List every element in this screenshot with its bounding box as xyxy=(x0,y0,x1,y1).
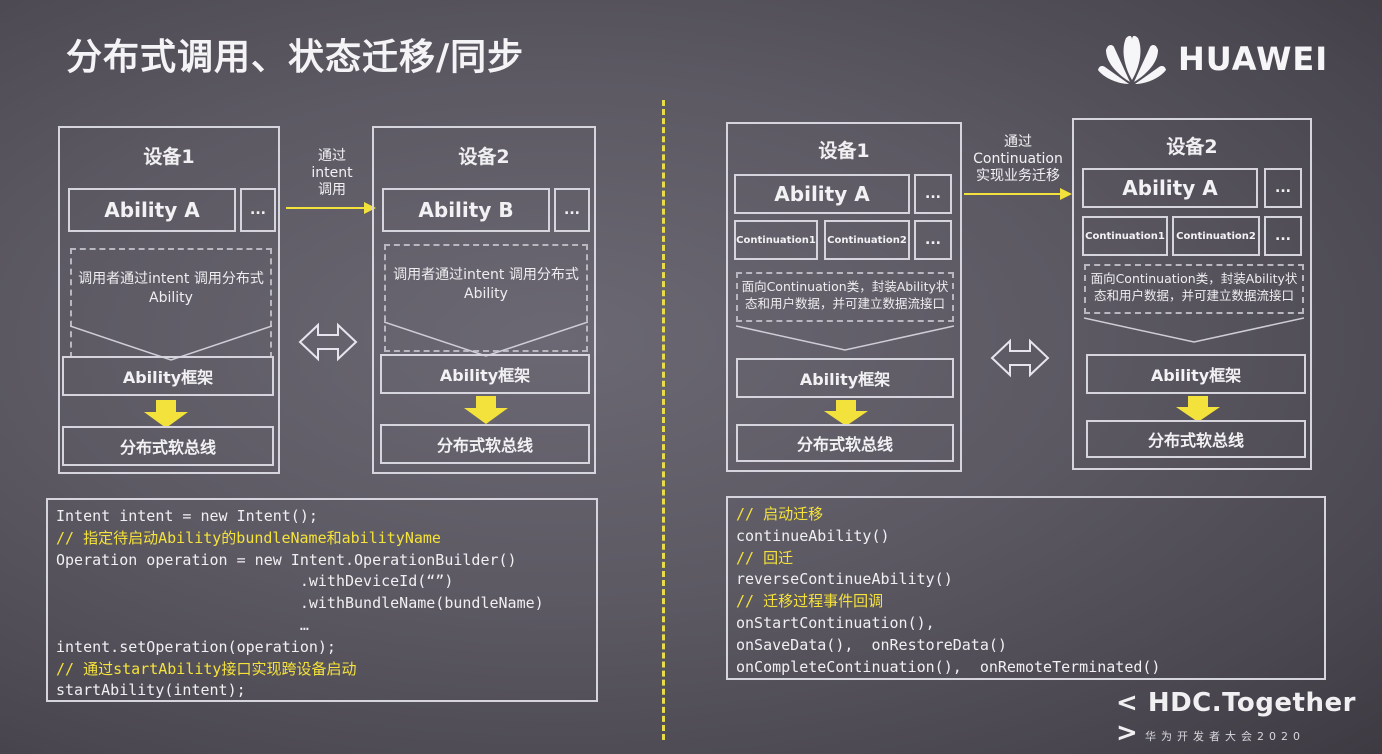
framework-box: Ability框架 xyxy=(380,354,590,394)
code-line: Operation operation = new Intent.Operati… xyxy=(56,550,517,569)
code-line: reverseContinueAbility() xyxy=(736,570,953,589)
code-line: // 回迁 xyxy=(736,548,794,567)
double-arrow-icon xyxy=(298,322,358,362)
bus-box: 分布式软总线 xyxy=(380,424,590,464)
huawei-flower-logo-icon xyxy=(1098,35,1166,84)
down-arrow-icon xyxy=(144,400,188,428)
code-line: startAbility(intent); xyxy=(56,681,246,700)
code-line: onStartContinuation(), xyxy=(736,613,935,632)
bus-box: 分布式软总线 xyxy=(736,424,954,462)
code-line: // 迁移过程事件回调 xyxy=(736,592,884,611)
funnel-arrow-icon xyxy=(1084,317,1304,343)
code-line: onSaveData(), onRestoreData() xyxy=(736,635,1007,654)
device-label: 设备1 xyxy=(143,146,195,168)
left-device1-box: 设备1 Ability A ... 调用者通过intent 调用分布式Abili… xyxy=(58,126,280,474)
device-label: 设备2 xyxy=(1166,136,1218,158)
continuation2-box: Continuation2 xyxy=(1172,216,1260,256)
double-arrow-icon xyxy=(990,338,1050,378)
framework-box: Ability框架 xyxy=(736,358,954,398)
continuation-arrow-label: 通过 Continuation 实现业务迁移 xyxy=(973,134,1063,184)
code-line: … xyxy=(56,615,309,634)
device-label: 设备2 xyxy=(458,146,510,168)
funnel-arrow-icon xyxy=(736,325,954,351)
right-arrow-icon xyxy=(964,188,1072,200)
code-line: intent.setOperation(operation); xyxy=(56,637,336,656)
down-arrow-icon xyxy=(824,400,868,426)
code-line: Intent intent = new Intent(); xyxy=(56,507,318,525)
description-box: 面向Continuation类，封装Ability状态和用户数据，并可建立数据流… xyxy=(736,272,954,322)
bus-box: 分布式软总线 xyxy=(1086,420,1306,458)
right-code-block: // 启动迁移 continueAbility() // 回迁 reverseCont… xyxy=(726,496,1326,680)
framework-box: Ability框架 xyxy=(62,356,274,396)
code-line: // 启动迁移 xyxy=(736,505,824,523)
down-arrow-icon xyxy=(1176,396,1220,422)
event-logo-text: < HDC.Together > xyxy=(1116,688,1356,748)
page-title: 分布式调用、状态迁移/同步 xyxy=(66,37,525,78)
funnel-arrow-icon xyxy=(384,321,588,357)
ability-box: Ability B xyxy=(382,188,550,232)
code-line: // 通过startAbility接口实现跨设备启动 xyxy=(56,659,357,678)
panel-divider xyxy=(662,100,665,740)
more-box: ... xyxy=(914,174,952,214)
framework-box: Ability框架 xyxy=(1086,354,1306,394)
right-arrow-icon xyxy=(286,202,376,214)
description-box: 面向Continuation类，封装Ability状态和用户数据，并可建立数据流… xyxy=(1084,264,1304,314)
description-box: 调用者通过intent 调用分布式Ability xyxy=(384,244,588,352)
funnel-arrow-icon xyxy=(70,325,272,361)
continuation1-box: Continuation1 xyxy=(1082,216,1168,256)
ability-box: Ability A xyxy=(1082,168,1258,208)
continuation1-box: Continuation1 xyxy=(734,220,818,260)
intent-arrow-label: 通过 intent 调用 xyxy=(311,148,353,198)
huawei-logo: HUAWEI xyxy=(1096,30,1346,88)
ability-box: Ability A xyxy=(68,188,236,232)
bus-box: 分布式软总线 xyxy=(62,426,274,466)
more-box: ... xyxy=(554,188,590,232)
more-box: ... xyxy=(240,188,276,232)
event-subtitle: 华为开发者大会2020 xyxy=(1145,730,1305,743)
down-arrow-icon xyxy=(464,396,508,424)
code-line: onCompleteContinuation(), onRemoteTermin… xyxy=(736,657,1161,676)
right-device1-box: 设备1 Ability A ... Continuation1 Continua… xyxy=(726,122,962,472)
left-device2-box: 设备2 Ability B ... 调用者通过intent 调用分布式Abili… xyxy=(372,126,596,474)
right-device2-box: 设备2 Ability A ... Continuation1 Continua… xyxy=(1072,118,1312,470)
more-box: ... xyxy=(1264,168,1302,208)
continuation2-box: Continuation2 xyxy=(824,220,910,260)
more-box: ... xyxy=(1264,216,1302,256)
code-line: continueAbility() xyxy=(736,526,890,545)
brand-name: HUAWEI xyxy=(1178,40,1329,78)
more-box: ... xyxy=(914,220,952,260)
device-label: 设备1 xyxy=(818,140,870,162)
code-line: .withBundleName(bundleName) xyxy=(56,594,544,613)
ability-box: Ability A xyxy=(734,174,910,214)
code-line: .withDeviceId(“”) xyxy=(56,572,454,591)
left-code-block: Intent intent = new Intent(); // 指定待启动Abi… xyxy=(46,498,598,702)
code-line: // 指定待启动Ability的bundleName和abilityName xyxy=(56,528,441,547)
